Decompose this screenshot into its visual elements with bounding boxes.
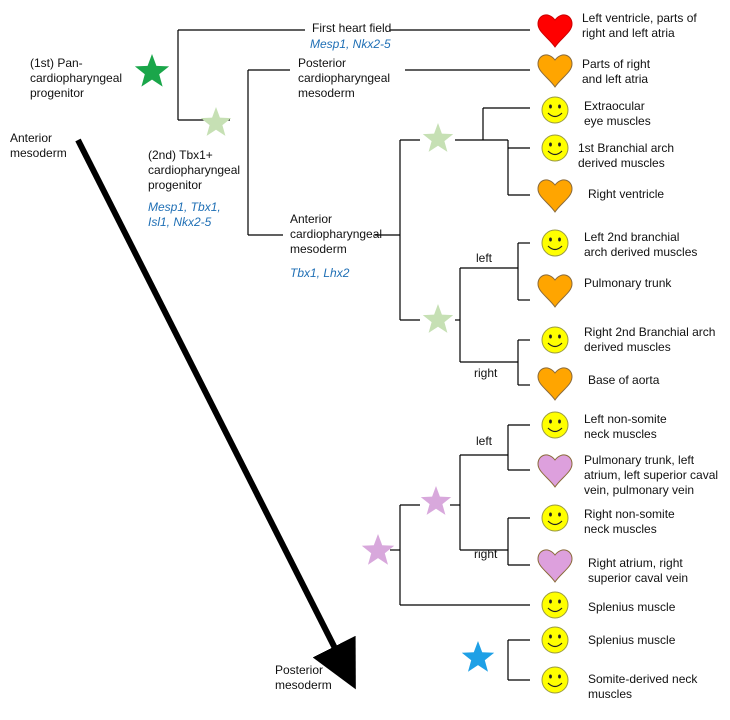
tbx1-progenitor-label: (2nd) Tbx1+ cardiopharyngeal progenitor (148, 148, 241, 192)
posterior-cardiopharyngeal-mesoderm-label: Posterior cardiopharyngeal mesoderm (298, 56, 391, 100)
pan-cardiopharyngeal-progenitor-label: (1st) Pan- cardiopharyngeal progenitor (30, 56, 123, 100)
leaf-label-parts-of-atria: Parts of right and left atria (582, 57, 651, 86)
smiley-face-icon (541, 229, 569, 257)
star-pink-subgroup-icon (420, 486, 452, 515)
leaf-label-pulmonary-trunk: Pulmonary trunk (584, 276, 672, 290)
smiley-face-icon (541, 504, 569, 532)
star-pink-root-icon (361, 534, 395, 565)
leaf-label-splenius-muscle-1: Splenius muscle (588, 600, 676, 614)
leaf-label-base-of-aorta: Base of aorta (588, 373, 660, 387)
anterior-mesoderm-label: Anterior mesoderm (10, 131, 67, 160)
smiley-face-icon (541, 411, 569, 439)
heart-icon (537, 454, 573, 488)
smiley-face-icon (541, 666, 569, 694)
leaf-label-right-non-somite-neck: Right non-somite neck muscles (584, 507, 675, 536)
smiley-face-icon (541, 591, 569, 619)
tbx1-progenitor-genes: Mesp1, Tbx1, Isl1, Nkx2-5 (148, 200, 221, 229)
progenitor-stars (134, 54, 495, 672)
heart-icon (537, 54, 573, 88)
leaf-label-right-atrium: Right atrium, right superior caval vein (588, 556, 689, 585)
leaf-label-extraocular-eye-muscles: Extraocular eye muscles (584, 99, 651, 128)
leaf-label-1st-branchial-arch: 1st Branchial arch derived muscles (578, 141, 675, 170)
leaf-label-pulmonary-trunk-left-atrium: Pulmonary trunk, left atrium, left super… (584, 453, 719, 497)
leaf-label-left-non-somite-neck: Left non-somite neck muscles (584, 412, 667, 441)
leaf-label-right-2nd-branchial: Right 2nd Branchial arch derived muscles (584, 325, 716, 354)
leaf-label-splenius-muscle-2: Splenius muscle (588, 633, 676, 647)
star-tbx1-progenitor-icon (200, 107, 232, 136)
first-heart-field-genes: Mesp1, Nkx2-5 (310, 37, 391, 51)
side-label-left-upper: left (476, 251, 493, 265)
first-heart-field-label: First heart field (312, 21, 392, 35)
smiley-face-icon (541, 134, 569, 162)
posterior-mesoderm-label: Posterior mesoderm (275, 663, 332, 692)
heart-icon (537, 14, 573, 48)
side-label-right-lower: right (474, 547, 498, 561)
side-label-right-upper: right (474, 366, 498, 380)
star-blue-group-icon (461, 641, 495, 672)
heart-icon (537, 367, 573, 401)
anterior-cardiopharyngeal-mesoderm-label: Anterior cardiopharyngeal mesoderm (290, 212, 383, 256)
star-pan-progenitor-icon (134, 54, 170, 87)
leaf-label-right-ventricle: Right ventricle (588, 187, 665, 201)
smiley-face-icon (541, 626, 569, 654)
heart-icon (537, 549, 573, 583)
tree-connectors (177, 29, 530, 681)
anterior-posterior-axis-arrow (75, 138, 356, 690)
anterior-cardiopharyngeal-mesoderm-genes: Tbx1, Lhx2 (290, 266, 350, 280)
star-lower-anterior-group-icon (422, 304, 454, 333)
leaf-label-left-2nd-branchial: Left 2nd branchial arch derived muscles (584, 230, 698, 259)
leaf-icons (537, 14, 573, 694)
heart-icon (537, 179, 573, 213)
leaf-label-somite-derived-neck: Somite-derived neck muscles (588, 672, 698, 701)
star-upper-anterior-group-icon (422, 123, 454, 152)
heart-icon (537, 274, 573, 308)
smiley-face-icon (541, 326, 569, 354)
leaf-label-left-ventricle: Left ventricle, parts of right and left … (582, 11, 697, 40)
smiley-face-icon (541, 96, 569, 124)
side-label-left-lower: left (476, 434, 493, 448)
